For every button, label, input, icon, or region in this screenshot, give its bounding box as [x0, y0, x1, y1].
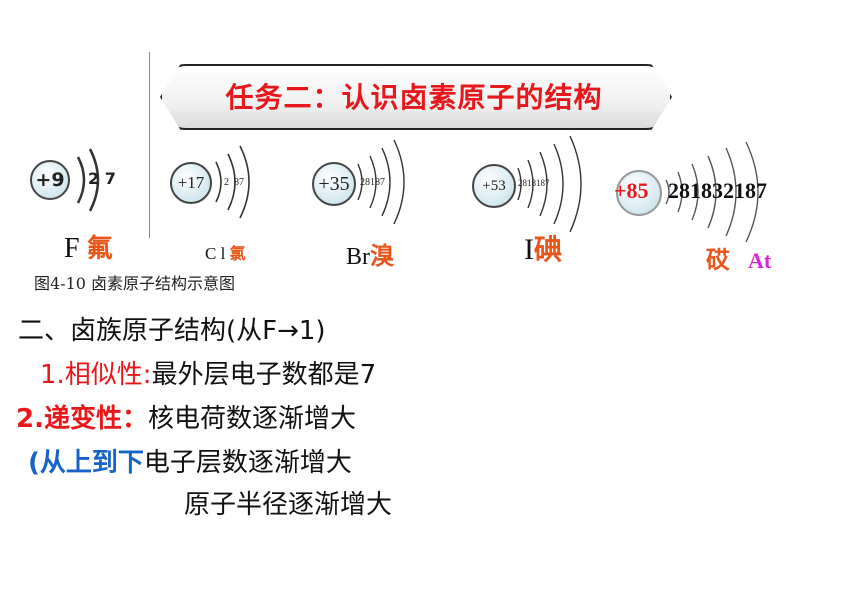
electron-count: 2 7 [88, 169, 116, 188]
nucleus-i: +53 [472, 164, 516, 208]
element-label-at: 砹 At [706, 240, 771, 275]
element-name: 氯 [229, 246, 246, 263]
variation-label: 2.递变性： [16, 404, 148, 434]
element-label-br: Br溴 [346, 236, 394, 271]
element-symbol: F [64, 233, 80, 264]
element-name: 碘 [534, 235, 563, 266]
nucleus-charge: +9 [35, 169, 65, 191]
electron-shells-at [665, 141, 759, 243]
variation-line-2: (从上到下电子层数逐渐增大 [28, 442, 352, 479]
electron-count: 28187 [360, 177, 385, 188]
variation-prefix: (从上到下 [28, 448, 144, 478]
electron-shells-cl [215, 145, 250, 219]
element-label-i: I碘 [524, 228, 562, 268]
nucleus-charge: +53 [482, 178, 506, 194]
variation-text2: 电子层数逐渐增大 [143, 448, 352, 478]
title-banner [160, 64, 672, 130]
page-title: 任务二：认识卤素原子的结构 [225, 81, 603, 114]
nucleus-charge-at: +85 [614, 178, 649, 203]
similarity-label: 1.相似性: [40, 360, 152, 390]
nucleus-at [616, 170, 662, 216]
electron-count: 2818187 [518, 178, 550, 188]
nucleus-f: +9 [30, 160, 70, 200]
vertical-divider [149, 52, 150, 238]
electron-shells-f [76, 148, 100, 212]
similarity-text: 最外层电子数都是7 [151, 360, 377, 390]
variation-text1: 核电荷数逐渐增大 [147, 404, 356, 434]
variation-line-3: 原子半径逐渐增大 [184, 490, 393, 520]
electron-count: 281832187 [668, 178, 767, 203]
variation-line: 2.递变性：核电荷数逐渐增大 [16, 398, 356, 435]
element-label-f: F 氟 [64, 228, 113, 265]
element-name: 氟 [86, 234, 113, 263]
element-label-cl: C l 氯 [205, 240, 246, 264]
element-name: 溴 [370, 244, 394, 270]
element-symbol: I [524, 233, 534, 266]
section-heading: 二、卤族原子结构(从F→1) [18, 316, 326, 346]
nucleus-cl: +17 [170, 162, 212, 204]
electron-shells-i [517, 135, 582, 233]
element-symbol: Br [346, 244, 370, 270]
electron-shells-br [357, 139, 405, 225]
similarity-line: 1.相似性:最外层电子数都是7 [40, 354, 376, 391]
nucleus-charge: +17 [177, 173, 205, 192]
element-name: 砹 [706, 248, 730, 274]
nucleus-charge: +35 [318, 173, 350, 195]
element-symbol: C l [205, 244, 226, 263]
element-symbol: At [748, 248, 772, 273]
nucleus-br: +35 [312, 162, 356, 206]
electron-count: 2 87 [224, 177, 244, 188]
figure-caption: 图4-10 卤素原子结构示意图 [34, 274, 236, 293]
